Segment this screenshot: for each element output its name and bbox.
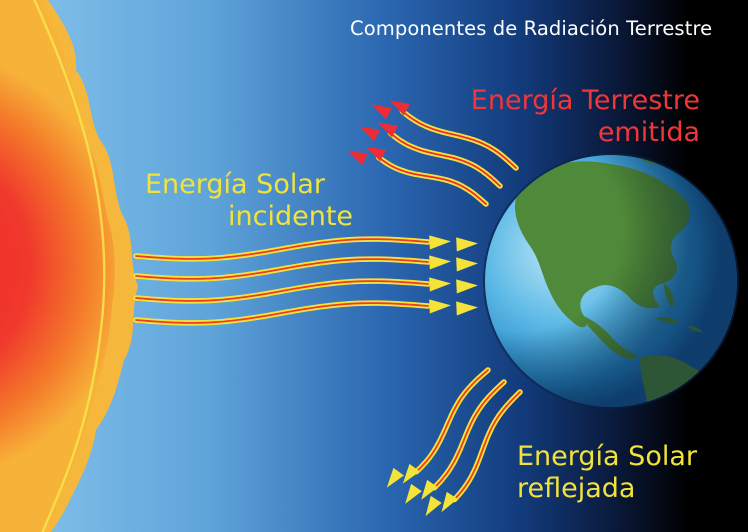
arrowhead-icon bbox=[429, 299, 451, 314]
incident-solar-label-line2: incidente bbox=[228, 201, 354, 232]
earth-globe-icon bbox=[483, 153, 739, 409]
arrowhead-icon bbox=[377, 122, 398, 138]
wavy-arrow-icon bbox=[375, 154, 489, 207]
arrowhead-icon bbox=[347, 150, 368, 166]
reflected-solar-arrows bbox=[386, 367, 523, 517]
reflected-solar-label-line2: reflejada bbox=[517, 473, 636, 504]
arrowhead-icon bbox=[371, 104, 392, 120]
arrowhead-icon bbox=[429, 255, 451, 270]
incident-solar-label-line1: Energía Solar bbox=[145, 169, 325, 200]
arrowhead-icon bbox=[389, 100, 410, 116]
emitted-terrestrial-arrows bbox=[347, 100, 519, 207]
arrowhead-icon bbox=[456, 301, 478, 316]
wavy-arrow-icon bbox=[133, 278, 431, 304]
wavy-arrow-icon bbox=[133, 256, 431, 282]
incident-solar-arrows bbox=[133, 235, 478, 326]
diagram-title: Componentes de Radiación Terrestre bbox=[350, 17, 713, 40]
wavy-arrow-icon bbox=[387, 130, 503, 189]
arrowhead-icon bbox=[359, 126, 380, 142]
arrowhead-icon bbox=[421, 479, 438, 500]
arrowhead-icon bbox=[456, 237, 478, 252]
terrestrial-energy-label-line1: Energía Terrestre bbox=[470, 85, 700, 116]
sun-icon bbox=[0, 0, 138, 532]
arrowhead-icon bbox=[429, 235, 451, 250]
reflected-solar-label-line1: Energía Solar bbox=[517, 441, 697, 472]
arrowhead-icon bbox=[456, 279, 478, 294]
arrowhead-icon bbox=[402, 463, 420, 484]
wavy-arrow-icon bbox=[451, 389, 523, 503]
arrowhead-icon bbox=[425, 495, 442, 517]
arrowhead-icon bbox=[386, 467, 404, 488]
wavy-arrow-icon bbox=[399, 108, 519, 171]
wavy-arrow-icon bbox=[413, 367, 491, 475]
wavy-arrow-icon bbox=[133, 300, 431, 326]
arrowhead-icon bbox=[456, 257, 478, 272]
terrestrial-energy-label-line2: emitida bbox=[597, 117, 700, 148]
arrowhead-icon bbox=[405, 483, 422, 504]
arrowhead-icon bbox=[441, 491, 458, 513]
arrowhead-icon bbox=[365, 146, 386, 162]
wavy-arrow-icon bbox=[133, 236, 431, 262]
wavy-arrow-icon bbox=[431, 379, 507, 491]
arrowhead-icon bbox=[429, 277, 451, 292]
